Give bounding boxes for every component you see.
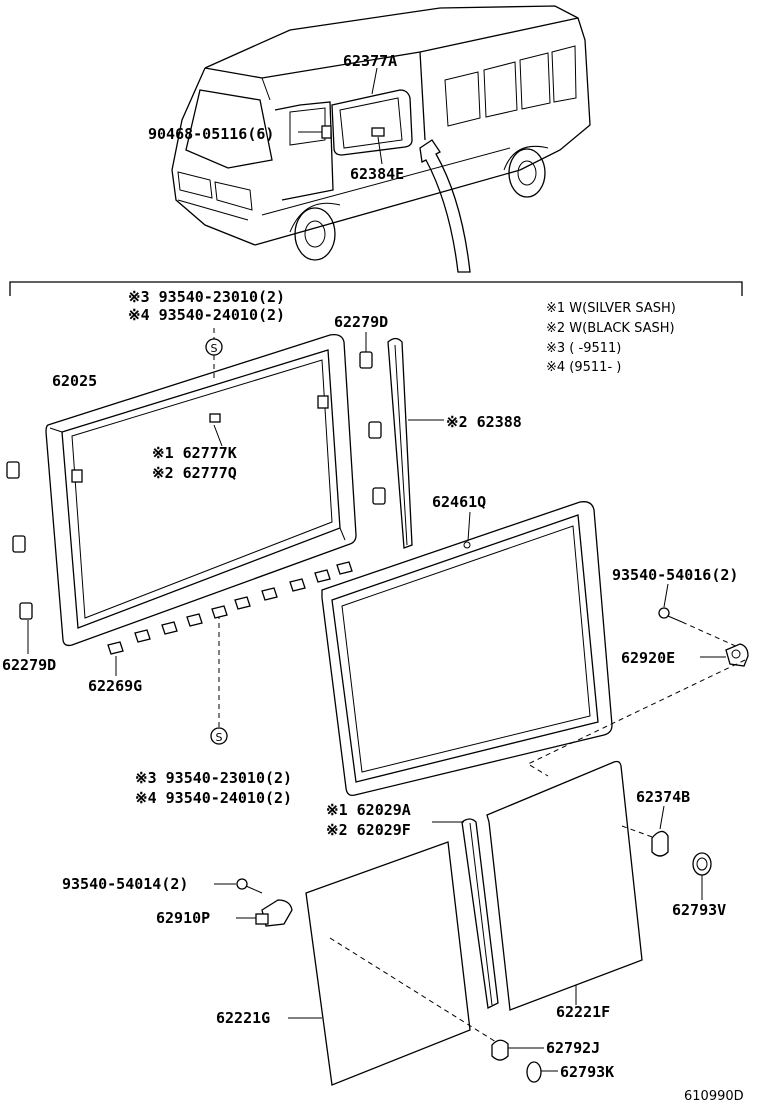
glass-run-62461Q	[321, 501, 613, 796]
label-62221G: 62221G	[216, 1009, 271, 1027]
channel-62029	[461, 818, 499, 1009]
screw-symbol-bottom	[210, 614, 228, 745]
label-62377A: 62377A	[343, 52, 398, 70]
label-62910P: 62910P	[156, 909, 211, 927]
label-62388: ※2 62388	[446, 413, 522, 431]
diagram-code: 610990D	[684, 1089, 744, 1104]
label-93540-24010-bottom: ※4 93540-24010(2)	[135, 789, 293, 807]
label-62269G: 62269G	[88, 677, 143, 695]
lock-62910P	[255, 899, 293, 927]
blocks-62279D-right	[359, 351, 386, 505]
clip-62793V	[692, 852, 712, 876]
label-62221F: 62221F	[556, 1003, 611, 1021]
label-62025: 62025	[52, 372, 98, 390]
bolt-93540-54014	[236, 878, 263, 894]
label-62920E: 62920E	[621, 649, 676, 667]
legend-note-1: ※1 W(SILVER SASH)	[546, 301, 676, 316]
bolt-93540-54016	[658, 607, 683, 623]
label-90468-05116: 90468-05116(6)	[148, 125, 275, 143]
label-93540-23010-bottom: ※3 93540-23010(2)	[135, 769, 293, 787]
label-62279D-left: 62279D	[2, 656, 57, 674]
channel-62388	[387, 337, 413, 549]
label-62792J: 62792J	[546, 1039, 601, 1057]
label-62777Q: ※2 62777Q	[152, 464, 237, 482]
screw-symbol-top	[205, 328, 223, 378]
blocks-62279D-left	[6, 461, 33, 620]
label-93540-54016: 93540-54016(2)	[612, 566, 739, 584]
window-frame-62025	[45, 334, 357, 647]
label-93540-23010-top: ※3 93540-23010(2)	[128, 288, 286, 306]
label-93540-54014: 93540-54014(2)	[62, 875, 189, 893]
label-62279D-top: 62279D	[334, 313, 389, 331]
pads-62269G	[107, 561, 353, 655]
label-62384E: 62384E	[350, 165, 405, 183]
label-62029F: ※2 62029F	[326, 821, 411, 839]
lock-62920E	[725, 643, 749, 667]
clip-62793K	[526, 1061, 542, 1083]
legend-note-3: ※3 ( -9511)	[546, 341, 622, 356]
glass-62221F	[486, 760, 643, 1011]
assembly-bracket	[9, 281, 743, 296]
pad-62792J	[491, 1039, 509, 1061]
pad-62374B	[651, 830, 669, 857]
label-62793K: 62793K	[560, 1063, 615, 1081]
label-62777K: ※1 62777K	[152, 444, 237, 462]
van-illustration	[171, 5, 591, 261]
screw-mark-top: S	[211, 342, 218, 355]
glass-62221G	[305, 841, 471, 1086]
label-62374B: 62374B	[636, 788, 691, 806]
label-62793V: 62793V	[672, 901, 727, 919]
label-62461Q: 62461Q	[432, 493, 487, 511]
screw-mark-bottom: S	[216, 731, 223, 744]
legend-note-4: ※4 (9511- )	[546, 360, 622, 375]
pointer-arrow	[419, 139, 471, 273]
label-62029A: ※1 62029A	[326, 801, 411, 819]
label-93540-24010-top: ※4 93540-24010(2)	[128, 306, 286, 324]
legend-note-2: ※2 W(BLACK SASH)	[546, 321, 675, 336]
